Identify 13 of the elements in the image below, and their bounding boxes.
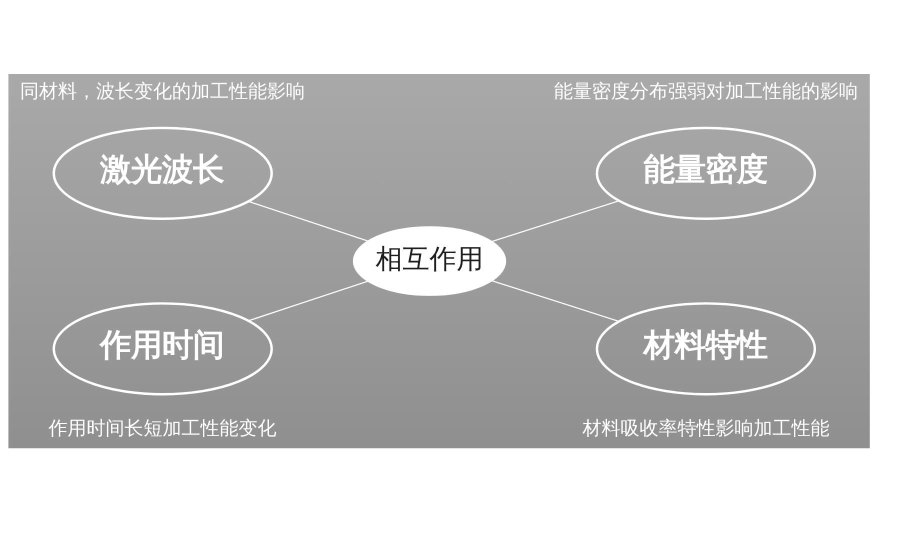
node-ellipse: 作用时间 bbox=[52, 302, 273, 395]
node-label: 作用时间长短加工性能变化 bbox=[48, 416, 277, 439]
node-ellipse: 能量密度 bbox=[596, 126, 816, 220]
connector bbox=[248, 280, 368, 321]
node-ellipse: 相互作用 bbox=[352, 226, 506, 296]
connector bbox=[492, 280, 620, 322]
connector bbox=[492, 200, 620, 242]
node-label: 材料吸收率特性影响加工性能 bbox=[582, 416, 830, 439]
node-label: 同材料，波长变化的加工性能影响 bbox=[20, 78, 306, 102]
node-ellipse: 材料特性 bbox=[596, 302, 816, 395]
node-ellipse: 激光波长 bbox=[52, 126, 273, 220]
connector bbox=[248, 200, 368, 241]
node-label: 能量密度分布强弱对加工性能的影响 bbox=[554, 78, 858, 102]
